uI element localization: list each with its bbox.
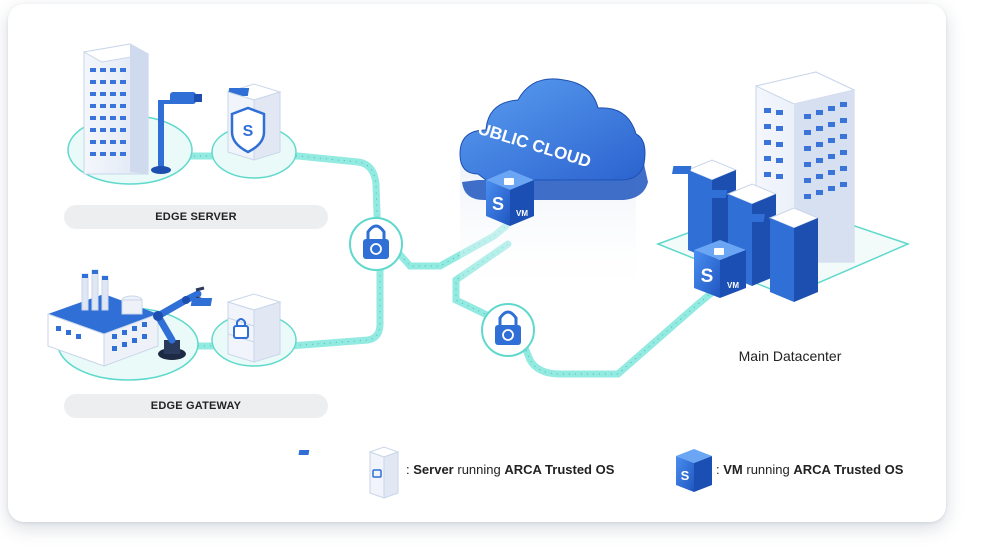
lock-icon [349, 217, 403, 271]
factory-icon [47, 269, 159, 367]
svg-text:S: S [243, 123, 254, 140]
edge-server-cluster: S [67, 43, 297, 185]
svg-text:S: S [681, 468, 690, 483]
legend-verb: running [746, 462, 790, 477]
legend-separator: : [716, 462, 720, 477]
network-diagram: S [47, 43, 911, 499]
vm-badge: VM [727, 281, 739, 290]
legend-server-icon [298, 446, 400, 499]
edge-gateway-cluster [47, 269, 297, 381]
legend-os: ARCA Trusted OS [504, 462, 615, 477]
main-datacenter: S VM [655, 71, 911, 302]
connector-edge-gateway [194, 262, 384, 350]
legend-server: : Server running ARCA Trusted OS [406, 462, 614, 477]
vm-cube-icon: S VM [486, 170, 534, 226]
svg-text:S: S [492, 194, 504, 214]
main-datacenter-label: Main Datacenter [738, 348, 842, 364]
legend-subject: VM [723, 462, 743, 477]
vm-badge: VM [516, 209, 528, 218]
security-camera-icon [151, 92, 202, 174]
edge-gateway-label: EDGE GATEWAY [64, 394, 328, 418]
svg-text:S: S [701, 266, 714, 287]
legend-vm: : VM running ARCA Trusted OS [716, 462, 903, 477]
edge-server-label: EDGE SERVER [64, 205, 328, 229]
legend-os: ARCA Trusted OS [793, 462, 904, 477]
connector-edge-server [184, 152, 382, 248]
legend-vm-icon: S [676, 449, 712, 492]
legend-subject: Server [413, 462, 454, 477]
legend-separator: : [406, 462, 410, 477]
diagram-card: S [8, 4, 946, 522]
lock-server-icon [190, 293, 282, 363]
vm-cube-icon: S VM [694, 240, 746, 298]
building-icon [82, 43, 150, 175]
lock-icon [481, 303, 535, 357]
shield-server-icon: S [226, 83, 282, 161]
robot-arm-icon [153, 286, 205, 360]
public-cloud: PUBLIC CLOUD S VM [459, 78, 648, 302]
server-rack-icon [745, 207, 820, 302]
legend-verb: running [457, 462, 501, 477]
